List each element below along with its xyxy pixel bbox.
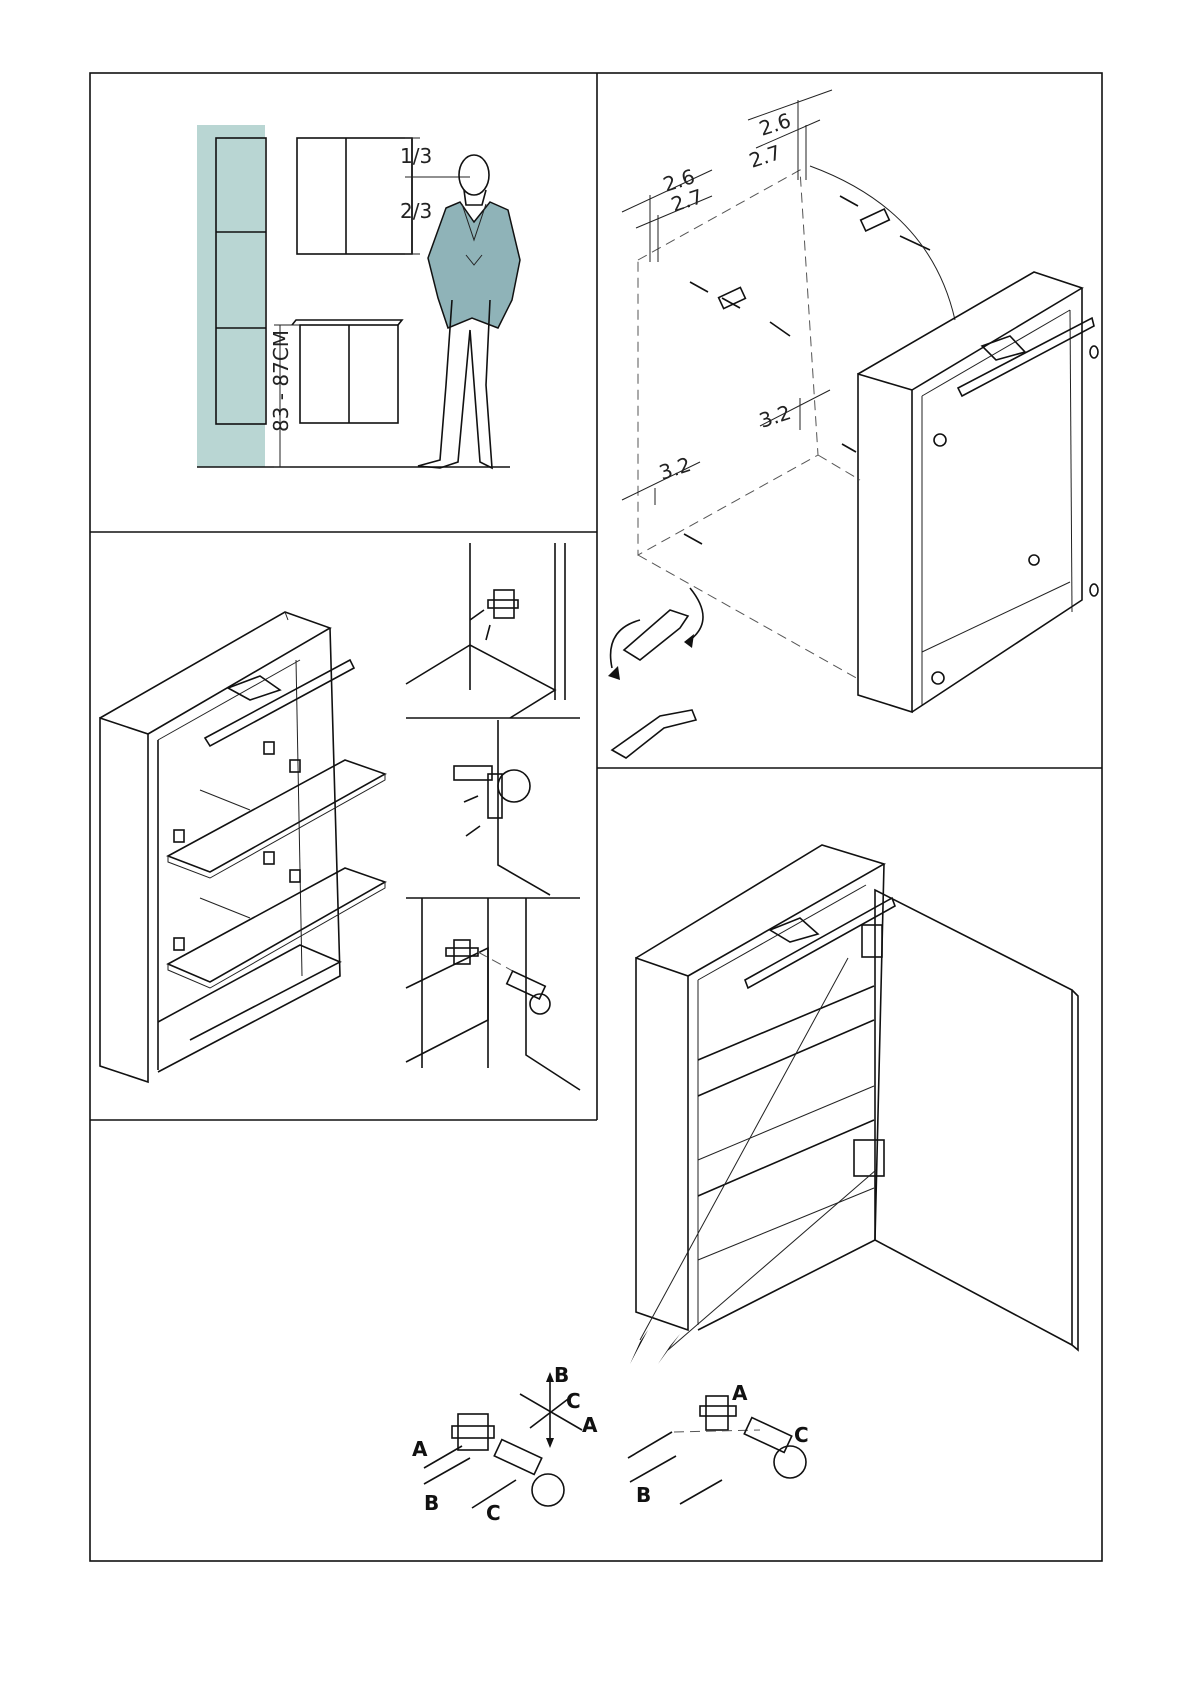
panel-wall-mounting: 2.6 2.7 2.6 2.7 3.2 3.2	[608, 90, 1098, 758]
dim-depth-upper: 3.2	[756, 400, 794, 433]
cabinet-mounted-view	[858, 272, 1098, 712]
fraction-bottom-label: 2/3	[400, 199, 432, 223]
cabinet-body-open	[100, 612, 385, 1082]
hinge-left-label-a: A	[412, 1437, 428, 1461]
hinge-left-label-c: C	[486, 1501, 501, 1525]
dim-right-2-6: 2.6	[756, 108, 794, 141]
adjust-axes: B C A	[520, 1363, 598, 1448]
cabinet-with-door	[630, 845, 1078, 1364]
hang-bracket	[612, 710, 696, 758]
panel-hinge-adjust: B C A A B C A B C	[412, 845, 1078, 1525]
panel-height-placement: 1/3 2/3 83 - 87CM	[197, 125, 520, 468]
dim-right-2-7: 2.7	[746, 140, 784, 173]
mirror-cabinet-front	[297, 138, 412, 254]
hinge-detail-bottom	[406, 898, 580, 1090]
hinge-right-label-a: A	[732, 1381, 748, 1405]
hang-bracket-rotate	[608, 588, 703, 680]
wall-band	[197, 125, 265, 467]
wall-anchors	[684, 196, 930, 544]
hinge-left: A B C	[412, 1414, 564, 1525]
hinge-detail-middle	[406, 720, 580, 898]
fraction-top-label: 1/3	[400, 144, 432, 168]
person-figure	[418, 155, 520, 468]
hinge-right-label-c: C	[794, 1423, 809, 1447]
axis-label-b: B	[554, 1363, 569, 1387]
hinge-right-label-b: B	[636, 1483, 651, 1507]
shelf-upper	[168, 760, 385, 872]
mount-height-label: 83 - 87CM	[269, 330, 293, 432]
axis-label-c: C	[566, 1389, 581, 1413]
shelf-lower	[168, 868, 385, 982]
hinge-right: A B C	[628, 1381, 809, 1507]
dim-depth-lower: 3.2	[656, 452, 694, 485]
hinge-left-label-b: B	[424, 1491, 439, 1515]
axis-label-a: A	[582, 1413, 598, 1437]
door-panel	[875, 890, 1072, 1345]
panel-shelf-install	[100, 543, 580, 1090]
hinge-detail-top	[406, 543, 580, 718]
